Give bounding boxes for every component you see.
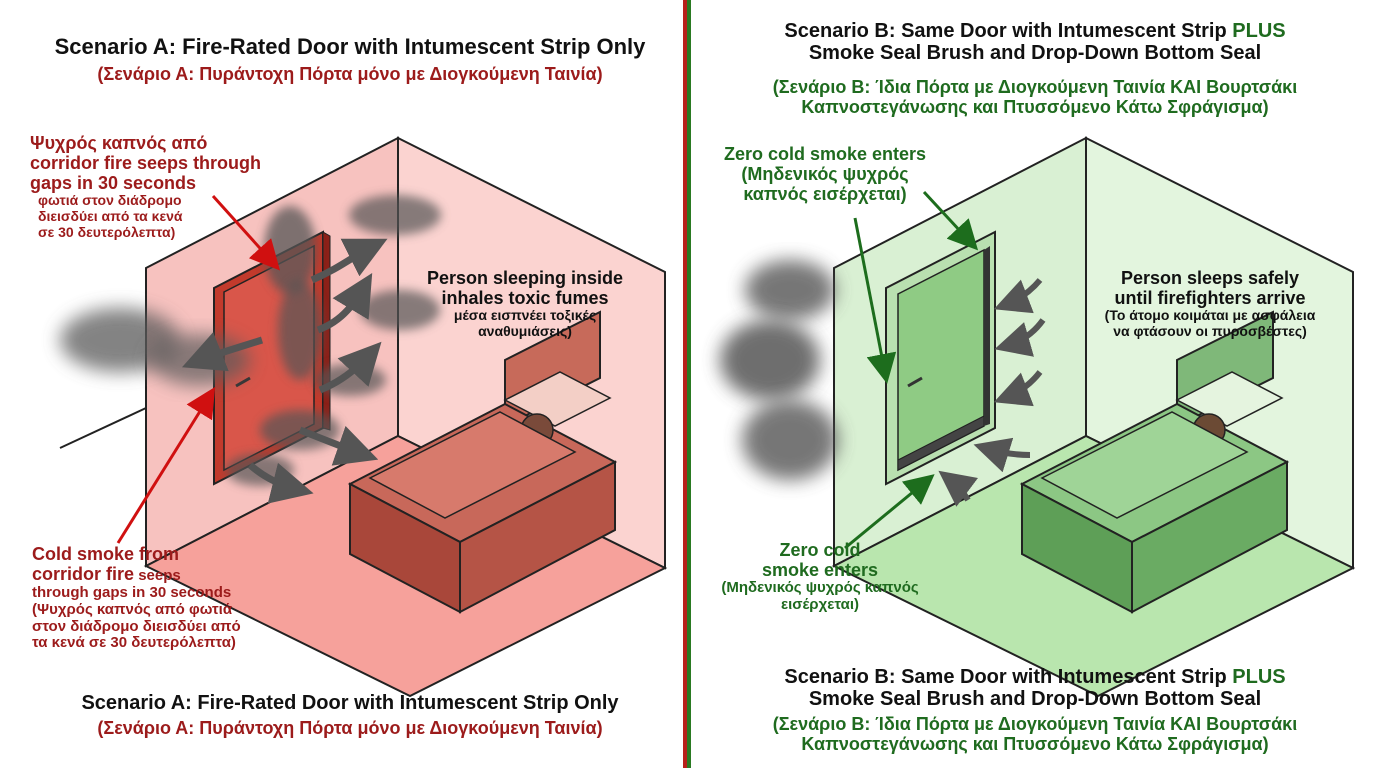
smoke-b-outside xyxy=(720,260,838,480)
callout-a-top: Ψυχρός καπνός από corridor fire seeps th… xyxy=(30,133,262,240)
scenario-a-title-gr: (Σενάριο Α: Πυράντοχη Πόρτα μόνο με Διογ… xyxy=(97,64,603,84)
scenario-a-footer-title: Scenario A: Fire-Rated Door with Intumes… xyxy=(81,692,619,714)
door-b xyxy=(885,230,996,486)
bed-a xyxy=(347,310,618,614)
callout-b-person: Person sleeps safely until firefighters … xyxy=(1104,268,1316,339)
callout-a-bottom: Cold smoke from corridor fire seeps thro… xyxy=(32,544,241,652)
bed-b xyxy=(1019,310,1290,614)
pointer-arrow-b-top-right xyxy=(922,190,979,251)
scenario-b-title-gr: (Σενάριο Β: Ίδια Πόρτα με Διογκούμενη Τα… xyxy=(772,77,1298,118)
pointer-arrow-a-top xyxy=(211,194,281,271)
smoke-a xyxy=(60,195,441,504)
scenario-b-title: Scenario B: Same Door with Intumescent S… xyxy=(784,20,1286,65)
callout-b-bottom: Zero cold smoke enters (Μηδενικός ψυχρός… xyxy=(721,540,919,614)
callout-b-top: Zero cold smoke enters (Μηδενικός ψυχρός… xyxy=(723,144,927,205)
scenario-a-footer-title-gr: (Σενάριο Α: Πυράντοχη Πόρτα μόνο με Διογ… xyxy=(97,718,603,738)
divider-green xyxy=(687,0,691,768)
scenario-b-footer-title: Scenario B: Same Door with Intumescent S… xyxy=(784,666,1286,711)
pointer-arrow-b-top-left xyxy=(853,217,897,384)
scenario-a-title: Scenario A: Fire-Rated Door with Intumes… xyxy=(54,34,646,59)
pointer-arrow-a-bottom xyxy=(116,386,216,544)
callout-a-person: Person sleeping inside inhales toxic fum… xyxy=(426,268,624,339)
scenario-b-footer-title-gr: (Σενάριο Β: Ίδια Πόρτα με Διογκούμενη Τα… xyxy=(772,714,1298,755)
pointer-arrow-b-bottom xyxy=(844,474,935,550)
blocked-arrows-b xyxy=(938,278,1046,507)
divider-red xyxy=(683,0,687,768)
